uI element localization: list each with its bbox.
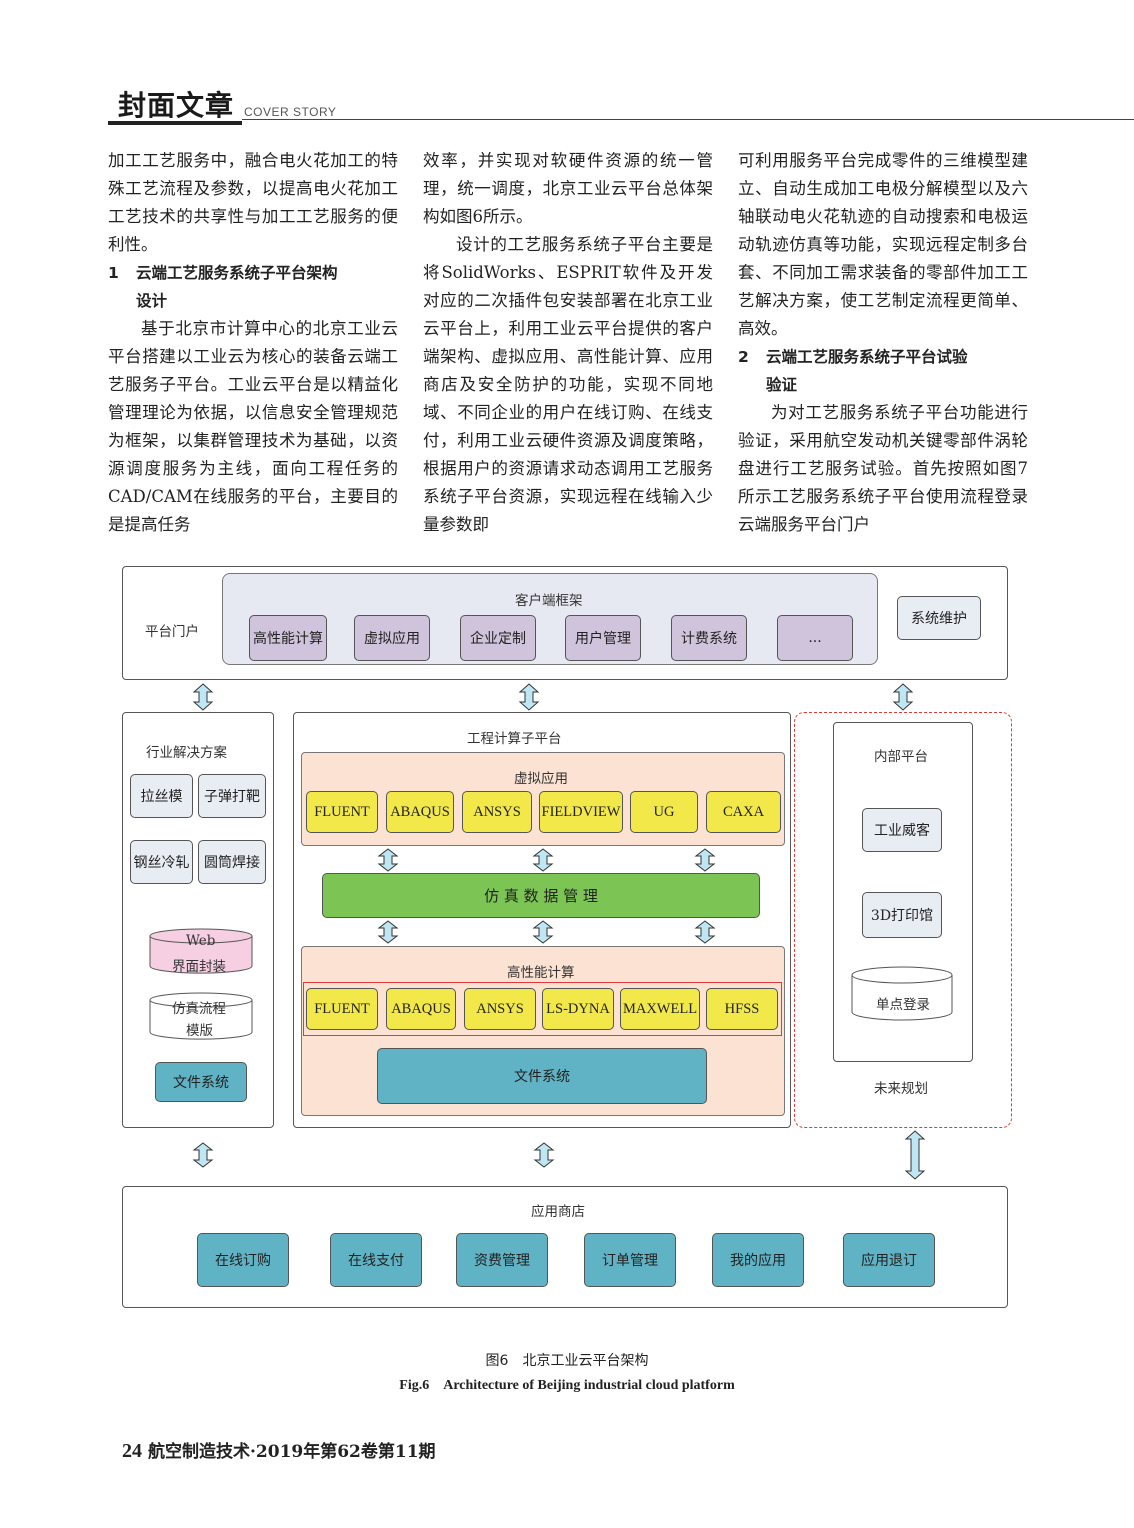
text-column-3: 可利用服务平台完成零件的三维模型建立、自动生成加工电极分解模型以及六轴联动电火花…	[738, 147, 1028, 539]
paragraph: 设计的工艺服务系统子平台主要是将SolidWorks、ESPRIT软件及开发对应…	[423, 235, 713, 534]
section-number: 1	[108, 264, 119, 282]
system-maintenance: 系统维护	[897, 596, 981, 640]
hpc-title: 高性能计算	[507, 965, 575, 981]
store-item: 在线订购	[197, 1233, 289, 1287]
double-arrow-icon	[192, 1142, 214, 1168]
section-heading-text: 云端工艺服务系统子平台架构	[136, 264, 338, 282]
double-arrow-icon	[892, 683, 914, 711]
architecture-diagram: 平台门户 客户端框架 高性能计算 虚拟应用 企业定制 用户管理 计费系统 ...…	[122, 566, 1012, 1308]
industry-filesystem: 文件系统	[155, 1062, 247, 1102]
section-heading-cont: 设计	[136, 292, 168, 310]
app-store-title: 应用商店	[531, 1204, 585, 1220]
double-arrow-icon	[694, 848, 716, 872]
text-column-2: 效率，并实现对软硬件资源的统一管理，统一调度，北京工业云平台总体架构如图6所示。…	[423, 147, 713, 539]
hpc-item: LS-DYNA	[542, 988, 614, 1030]
web-interface-cylinder	[149, 928, 253, 974]
industry-item: 子弹打靶	[198, 774, 266, 818]
client-item-user: 用户管理	[565, 615, 641, 661]
figure-caption-en: Fig.6 Architecture of Beijing industrial…	[399, 1378, 735, 1393]
industry-solutions-title: 行业解决方案	[146, 745, 227, 761]
section-subtitle: COVER STORY	[244, 105, 337, 119]
virtual-app-item: FIELDVIEW	[539, 791, 623, 833]
hpc-item: HFSS	[706, 988, 778, 1030]
virtual-app-item: ABAQUS	[386, 791, 454, 833]
future-planning-box	[794, 712, 1012, 1128]
section-heading-text: 云端工艺服务系统子平台试验	[766, 348, 968, 366]
section-heading-cont: 验证	[766, 376, 798, 394]
web-interface-line1: Web	[186, 933, 216, 949]
double-arrow-icon	[532, 920, 554, 944]
paragraph: 为对工艺服务系统子平台功能进行验证，采用航空发动机关键零部件涡轮盘进行工艺服务试…	[738, 403, 1028, 534]
double-arrow-icon	[192, 683, 214, 711]
sim-data-management: 仿 真 数 据 管 理	[322, 873, 760, 918]
virtual-app-item: CAXA	[706, 791, 781, 833]
page-number: 24	[122, 1440, 142, 1462]
store-item: 我的应用	[712, 1233, 804, 1287]
double-arrow-icon	[533, 1142, 555, 1168]
virtual-app-item: ANSYS	[462, 791, 532, 833]
future-planning-label: 未来规划	[874, 1081, 928, 1097]
store-item: 在线支付	[330, 1233, 422, 1287]
sso-label: 单点登录	[876, 997, 930, 1013]
industry-item: 圆筒焊接	[198, 840, 266, 884]
section-heading-1: 1 云端工艺服务系统子平台架构 设计	[108, 259, 398, 315]
paragraph: 效率，并实现对软硬件资源的统一管理，统一调度，北京工业云平台总体架构如图6所示。	[423, 151, 713, 226]
double-arrow-icon	[377, 848, 399, 872]
section-heading-2: 2 云端工艺服务系统子平台试验 验证	[738, 343, 1028, 399]
paragraph: 可利用服务平台完成零件的三维模型建立、自动生成加工电极分解模型以及六轴联动电火花…	[738, 151, 1028, 338]
client-item-billing: 计费系统	[671, 615, 747, 661]
client-item-hpc: 高性能计算	[249, 615, 327, 661]
virtual-apps-title: 虚拟应用	[514, 771, 568, 787]
hpc-highlight-frame	[303, 982, 782, 1036]
industry-item: 钢丝冷轧	[130, 840, 193, 884]
figure-caption-cn: 图6 北京工业云平台架构	[485, 1353, 649, 1369]
internal-item: 工业威客	[862, 808, 942, 852]
double-arrow-icon	[904, 1130, 926, 1180]
section-number: 2	[738, 348, 749, 366]
store-item: 资费管理	[456, 1233, 548, 1287]
internal-platform-title: 内部平台	[874, 749, 928, 765]
page-footer: 24 航空制造技术·2019年第62卷第11期	[122, 1437, 436, 1463]
sso-cylinder	[851, 966, 953, 1021]
engineering-platform-title: 工程计算子平台	[467, 731, 562, 747]
section-title: 封面文章	[118, 89, 235, 122]
header-bar	[108, 121, 242, 125]
paragraph: 基于北京市计算中心的北京工业云平台搭建以工业云为核心的装备云端工艺服务子平台。工…	[108, 319, 398, 534]
store-item: 订单管理	[584, 1233, 676, 1287]
platform-portal-label: 平台门户	[145, 624, 199, 640]
double-arrow-icon	[377, 920, 399, 944]
client-item-virtual: 虚拟应用	[354, 615, 430, 661]
double-arrow-icon	[518, 683, 540, 711]
virtual-app-item: UG	[630, 791, 698, 833]
client-framework-title: 客户端框架	[515, 593, 583, 609]
industry-item: 拉丝模	[130, 774, 193, 818]
paragraph: 加工工艺服务中，融合电火花加工的特殊工艺流程及参数，以提高电火花加工工艺技术的共…	[108, 151, 398, 254]
double-arrow-icon	[532, 848, 554, 872]
hpc-item: FLUENT	[306, 988, 378, 1030]
client-item-enterprise: 企业定制	[460, 615, 536, 661]
header-rule	[242, 119, 1134, 120]
text-column-1: 加工工艺服务中，融合电火花加工的特殊工艺流程及参数，以提高电火花加工工艺技术的共…	[108, 147, 398, 539]
web-interface-line2: 界面封装	[172, 959, 226, 975]
hpc-item: ANSYS	[464, 988, 536, 1030]
sim-template-line1: 仿真流程	[172, 1001, 226, 1017]
journal-info: 航空制造技术·2019年第62卷第11期	[148, 1442, 436, 1462]
virtual-app-item: FLUENT	[306, 791, 378, 833]
hpc-item: ABAQUS	[386, 988, 456, 1030]
internal-item: 3D打印馆	[862, 892, 942, 938]
client-item-more: ...	[777, 615, 853, 661]
sim-template-line2: 模版	[186, 1023, 213, 1039]
hpc-item: MAXWELL	[620, 988, 700, 1030]
store-item: 应用退订	[843, 1233, 935, 1287]
engineering-filesystem: 文件系统	[377, 1048, 707, 1104]
double-arrow-icon	[694, 920, 716, 944]
client-framework-box	[222, 573, 878, 665]
sim-template-cylinder	[149, 992, 253, 1040]
